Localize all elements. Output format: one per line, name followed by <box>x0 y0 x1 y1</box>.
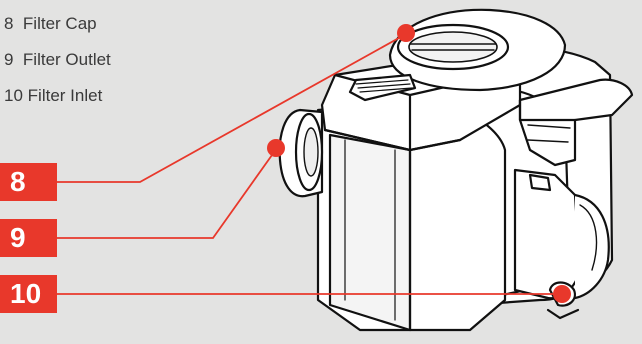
callout-badge-10: 10 <box>0 275 57 313</box>
callout-number: 8 <box>10 166 26 197</box>
filter-illustration <box>280 10 632 330</box>
callout-badge-9: 9 <box>0 219 57 257</box>
marker-dot-10 <box>553 285 571 303</box>
marker-dot-8 <box>397 24 415 42</box>
canister-front <box>330 135 410 330</box>
callout-badge-8: 8 <box>0 163 57 201</box>
leader-line-9 <box>57 148 277 238</box>
callout-number: 10 <box>10 278 41 309</box>
callout-number: 9 <box>10 222 26 253</box>
marker-dot-9 <box>267 139 285 157</box>
